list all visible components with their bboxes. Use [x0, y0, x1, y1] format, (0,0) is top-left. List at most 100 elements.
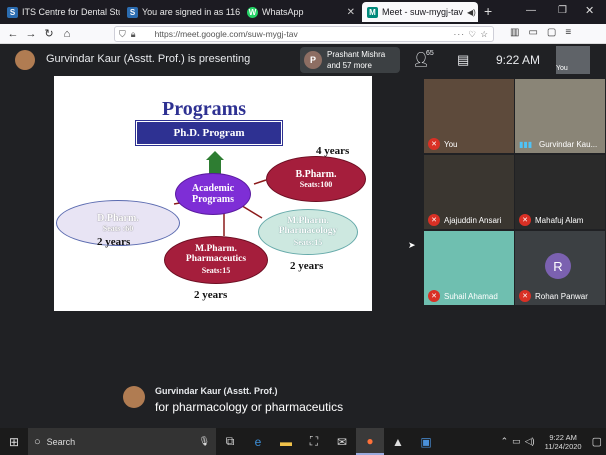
presenter-avatar [15, 50, 35, 70]
close-icon[interactable]: ✕ [346, 6, 355, 18]
url-bar[interactable]: ⛉ 🔒︎ https://meet.google.com/suw-mygj-ta… [114, 26, 494, 42]
mouse-cursor-icon: ➤ [408, 240, 416, 250]
self-view[interactable]: You [556, 46, 590, 74]
tab-meet[interactable]: M Meet - suw-mygj-tav ◀) ✕ [362, 2, 478, 22]
audio-wave-icon: ▮▮▮ [519, 140, 533, 149]
meeting-clock: 9:22 AM [496, 53, 541, 67]
reload-button[interactable]: ↻ [44, 28, 54, 40]
page-actions-icon[interactable]: ··· ♡ ☆ [453, 28, 489, 39]
mpharm-pharmaceutics-oval: M.Pharm. Pharmaceutics Seats:15 [164, 236, 268, 284]
participant-name: Rohan Panwar [535, 292, 588, 301]
mpharmceu-seats: Seats:15 [201, 266, 231, 275]
meet-header: Gurvindar Kaur (Asstt. Prof.) is present… [0, 44, 606, 76]
bpharm-years: 4 years [316, 145, 350, 157]
new-tab-button[interactable]: + [484, 3, 493, 19]
mic-off-icon: ✕ [428, 138, 440, 150]
arrow-up-stem [209, 160, 221, 174]
store-icon[interactable]: ⛶ [309, 434, 319, 448]
browser-tab-bar: S ITS Centre for Dental Studi S You are … [0, 0, 606, 24]
close-window-button[interactable]: ✕ [585, 5, 595, 17]
bpharm-name: B.Pharm. [295, 169, 337, 180]
people-icon[interactable]: 👤︎ [412, 51, 430, 67]
site-icon: S [127, 6, 138, 18]
tab-whatsapp[interactable]: W WhatsApp ✕ [242, 2, 360, 22]
home-button[interactable]: ⌂ [63, 27, 71, 40]
mpharmceu-name: M.Pharm. Pharmaceutics [185, 244, 247, 264]
mpharm-pharmacology-oval: M.Pharm. Pharmacology Seats:15 [258, 209, 358, 255]
tab-title: ITS Centre for Dental Studi [22, 7, 120, 17]
restore-button[interactable]: ❐ [558, 5, 567, 16]
participant-tile[interactable]: ▮▮▮ Gurvindar Kau... [515, 79, 605, 153]
url-text: https://meet.google.com/suw-mygj-tav [154, 29, 298, 39]
participant-tile[interactable]: ✕ Ajajuddin Ansari [424, 155, 514, 229]
site-icon: S [7, 6, 18, 18]
participant-tile[interactable]: ✕ You [424, 79, 514, 153]
search-placeholder: Search [46, 436, 76, 447]
photos-icon[interactable]: ▲ [392, 434, 404, 449]
mpharmcol-years: 2 years [290, 260, 324, 272]
windows-start-icon[interactable]: ⊞ [8, 434, 20, 449]
taskbar-date: 11/24/2020 [544, 441, 582, 451]
dpharm-seats: Seats :60 [102, 224, 134, 233]
mpharmcol-name: M.Pharm. Pharmacology [278, 216, 338, 236]
join-name: Prashant Mishra [327, 50, 386, 59]
participant-tile[interactable]: ✕ Mahafuj Alam [515, 155, 605, 229]
file-explorer-icon[interactable]: ▬ [280, 434, 292, 449]
slide-title: Programs [162, 98, 247, 120]
meet-icon: M [367, 6, 378, 18]
dpharm-years: 2 years [97, 236, 131, 248]
taskbar-clock[interactable]: 9:22 AM 11/24/2020 [545, 433, 582, 451]
taskbar-time: 9:22 AM [549, 432, 577, 442]
tab-its-centre[interactable]: S ITS Centre for Dental Studi [2, 2, 120, 22]
join-more: and 57 more [327, 61, 372, 70]
participant-tile[interactable]: ✕ Suhail Ahamad [424, 231, 514, 305]
toolbar-icons[interactable]: ▥▭▢≡ [510, 27, 581, 38]
lock-icon[interactable]: 🔒︎ [130, 28, 136, 39]
firefox-icon[interactable]: ● [356, 428, 384, 455]
participant-name: Mahafuj Alam [535, 216, 584, 225]
back-button[interactable]: ← [7, 27, 19, 40]
task-view-icon[interactable]: ⧉ [225, 434, 235, 448]
presenter-banner: Gurvindar Kaur (Asstt. Prof.) is present… [46, 53, 251, 65]
avatar: P [304, 51, 322, 69]
captions-area: Gurvindar Kaur (Asstt. Prof.) for pharma… [0, 354, 606, 428]
network-icon[interactable]: ▭ [512, 436, 521, 446]
mail-icon[interactable]: ✉ [336, 434, 348, 449]
caption-speaker: Gurvindar Kaur (Asstt. Prof.) [155, 386, 278, 396]
mic-off-icon: ✕ [428, 290, 440, 302]
participant-count: 65 [426, 50, 434, 57]
bpharm-oval: B.Pharm. Seats:100 [266, 156, 366, 202]
participant-name: Suhail Ahamad [444, 292, 498, 301]
tab-title: Meet - suw-mygj-tav [382, 7, 464, 17]
academic-programs-oval: Academic Programs [175, 173, 251, 215]
tab-title: You are signed in as 1165 [142, 7, 240, 17]
chat-icon[interactable]: ▤ [457, 52, 470, 67]
system-tray: ⌃ ▭ ◁) 9:22 AM 11/24/2020 ▢ [501, 433, 606, 451]
speaker-icon[interactable]: ◀) [467, 7, 476, 17]
minimize-button[interactable]: — [526, 5, 536, 16]
mpharmceu-years: 2 years [194, 289, 228, 301]
whatsapp-icon: W [247, 6, 258, 18]
forward-button[interactable]: → [25, 27, 37, 40]
windows-taskbar: ⊞ ○ Search 🎙︎ ⧉ e ▬ ⛶ ✉ ● ▲ ▣ ⌃ ▭ ◁) 9:2… [0, 428, 606, 455]
microphone-icon[interactable]: 🎙︎ [198, 436, 210, 446]
edge-icon[interactable]: e [254, 434, 262, 449]
speaker-avatar [123, 386, 145, 408]
shared-slide: Programs Ph.D. Program Academic Programs… [54, 76, 372, 311]
participant-name: Gurvindar Kau... [539, 140, 598, 149]
notifications-icon[interactable]: ▢ [591, 436, 602, 448]
participant-tile[interactable]: R ✕ Rohan Panwar [515, 231, 605, 305]
dpharm-name: D.Pharm. [97, 213, 139, 224]
participant-name: You [444, 140, 458, 149]
self-label: You [556, 65, 568, 72]
search-icon: ○ [34, 435, 41, 448]
app-icon[interactable]: ▣ [420, 434, 432, 449]
shield-icon[interactable]: ⛉ [119, 28, 126, 39]
taskbar-search[interactable]: ○ Search 🎙︎ [28, 428, 216, 455]
chevron-up-icon[interactable]: ⌃ [500, 436, 509, 446]
dpharm-oval: D.Pharm. Seats :60 [56, 200, 180, 246]
volume-icon[interactable]: ◁) [524, 436, 535, 446]
arrow-up-icon [206, 151, 224, 160]
tab-signed-in[interactable]: S You are signed in as 1165 ✕ [122, 2, 240, 22]
participant-name: Ajajuddin Ansari [444, 216, 502, 225]
